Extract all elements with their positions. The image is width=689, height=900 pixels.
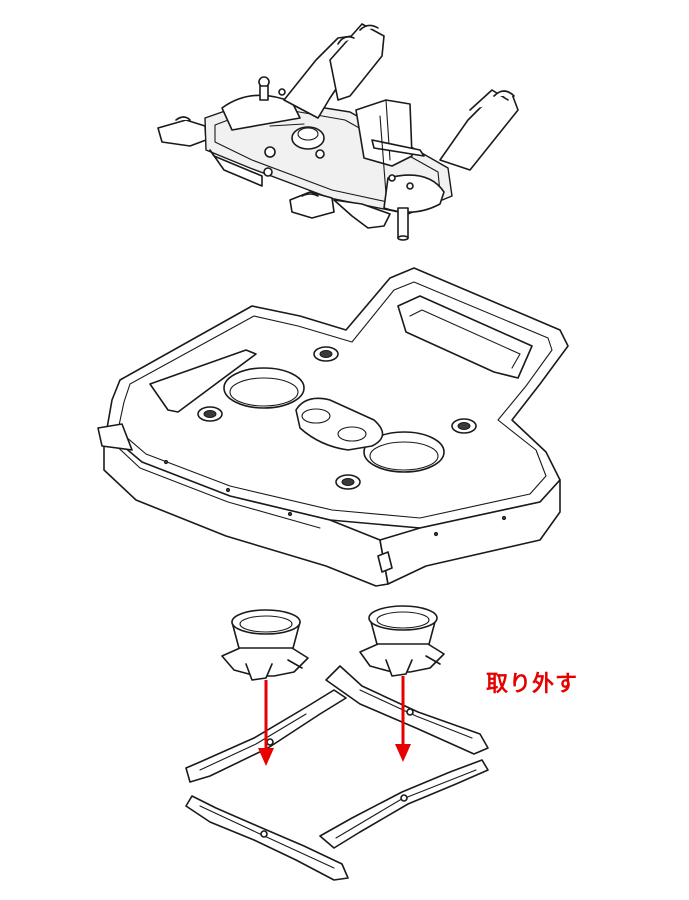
blade-spindle-left [221, 609, 309, 681]
remove-instruction-label: 取り外す [486, 672, 579, 697]
removal-arrow-left [258, 680, 274, 766]
mower-blades [185, 665, 489, 881]
blade-spindle-right [359, 605, 445, 677]
removal-arrow-right [395, 676, 411, 762]
mower-deck [97, 267, 569, 587]
transmission-frame-assembly [157, 23, 519, 241]
